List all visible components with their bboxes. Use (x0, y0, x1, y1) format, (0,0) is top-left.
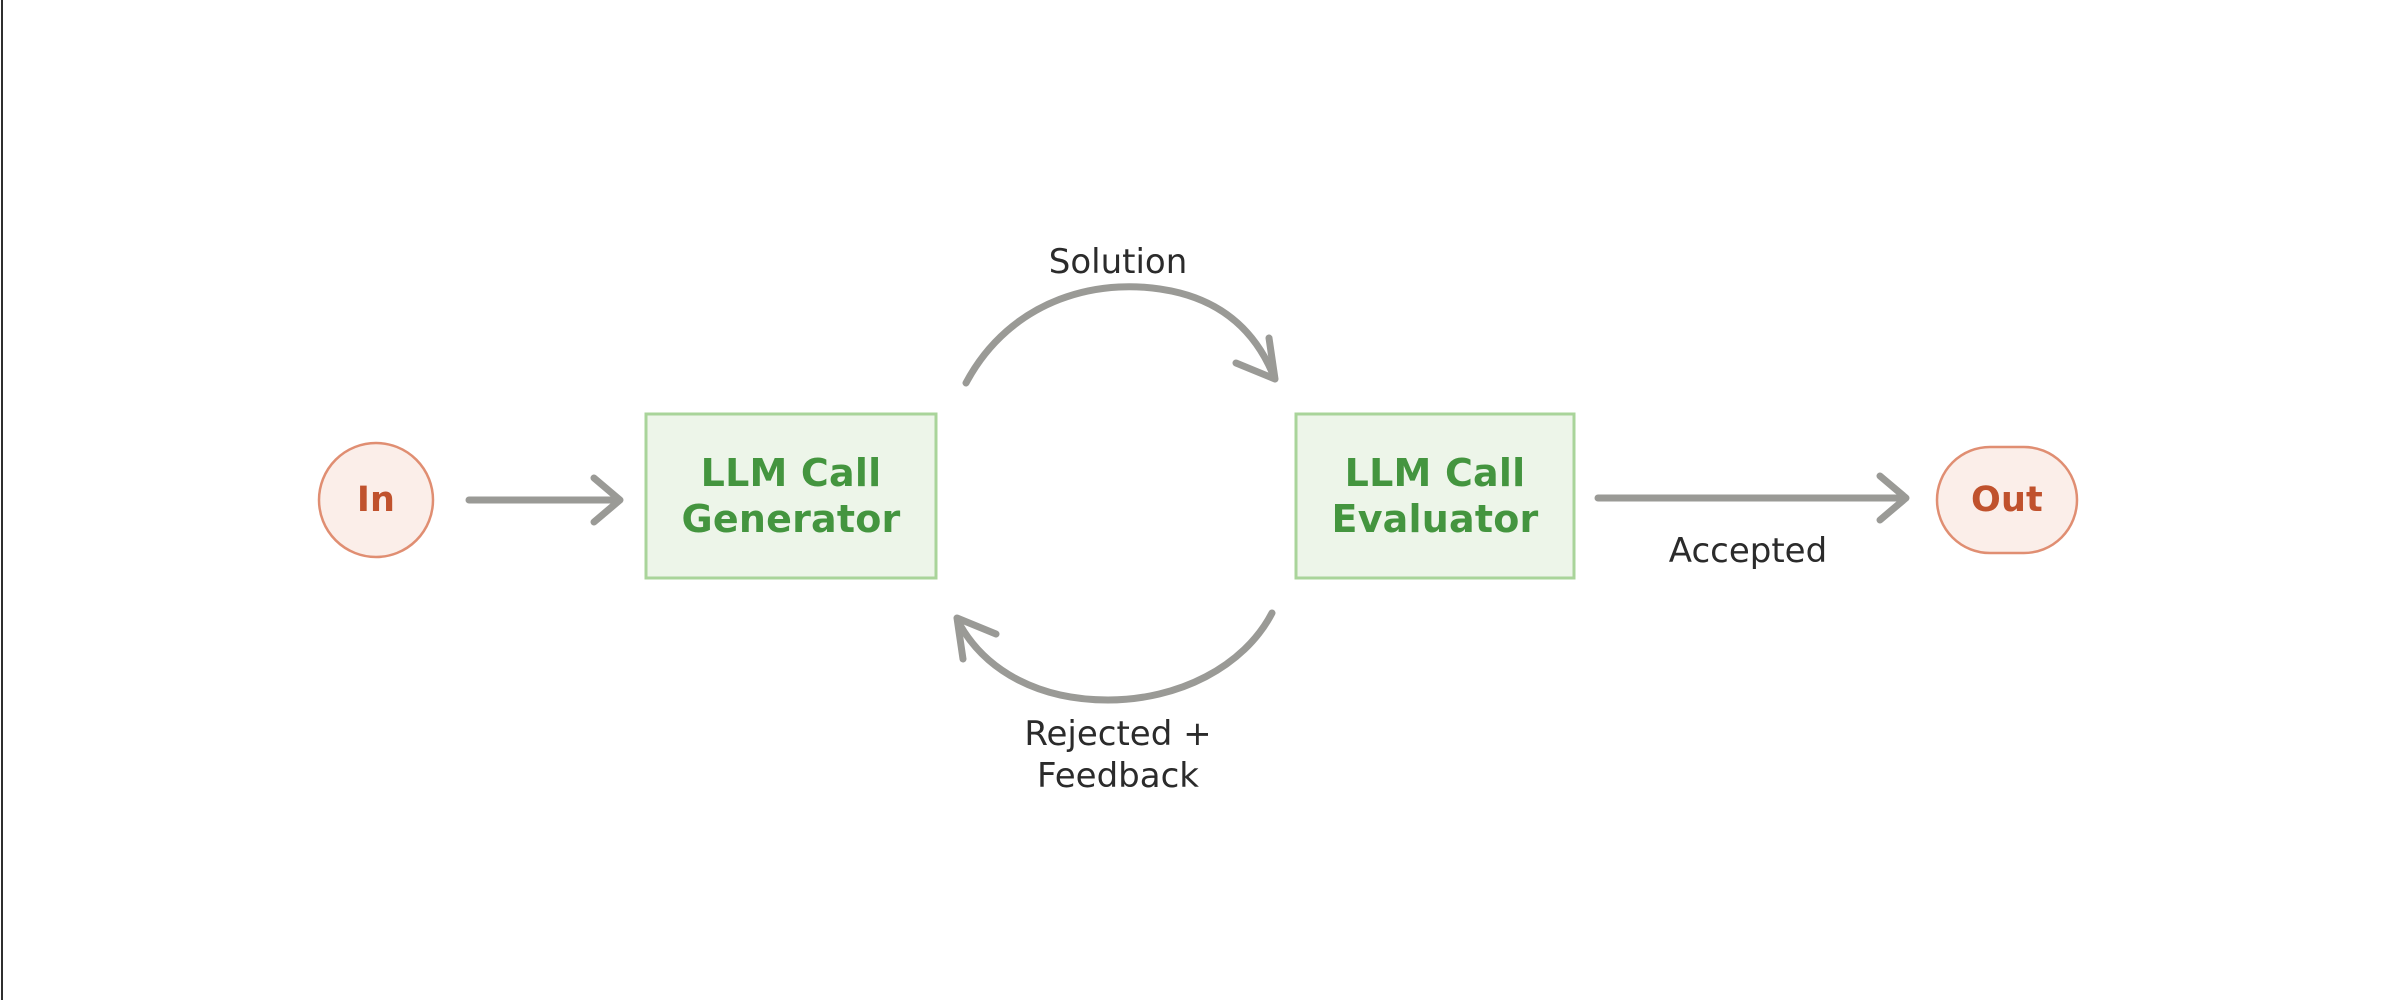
edge-evaluator-to-generator (953, 609, 1276, 704)
edge-evaluator-to-out-arrowhead (1876, 472, 1910, 524)
node-generator-shape[interactable] (644, 412, 938, 580)
edge-generator-to-evaluator (962, 283, 1279, 387)
node-evaluator-shape[interactable] (1294, 412, 1576, 580)
edge-generator-to-evaluator-arrowhead (1232, 334, 1279, 383)
node-out-shape[interactable] (1935, 445, 2079, 555)
node-evaluator[interactable] (1296, 414, 1574, 578)
left-edge-rule (1, 0, 3, 1000)
edge-evaluator-to-generator-arrowhead (953, 614, 1000, 663)
node-in[interactable] (319, 443, 433, 557)
node-generator[interactable] (646, 414, 936, 578)
edge-in-to-generator (465, 474, 624, 526)
edge-generator-to-evaluator-line (962, 283, 1276, 387)
edge-evaluator-to-out (1594, 472, 1910, 524)
edge-evaluator-to-generator-line (956, 609, 1276, 704)
node-in-shape[interactable] (317, 441, 435, 559)
edge-in-to-generator-arrowhead (590, 474, 624, 526)
node-out[interactable] (1937, 447, 2077, 553)
